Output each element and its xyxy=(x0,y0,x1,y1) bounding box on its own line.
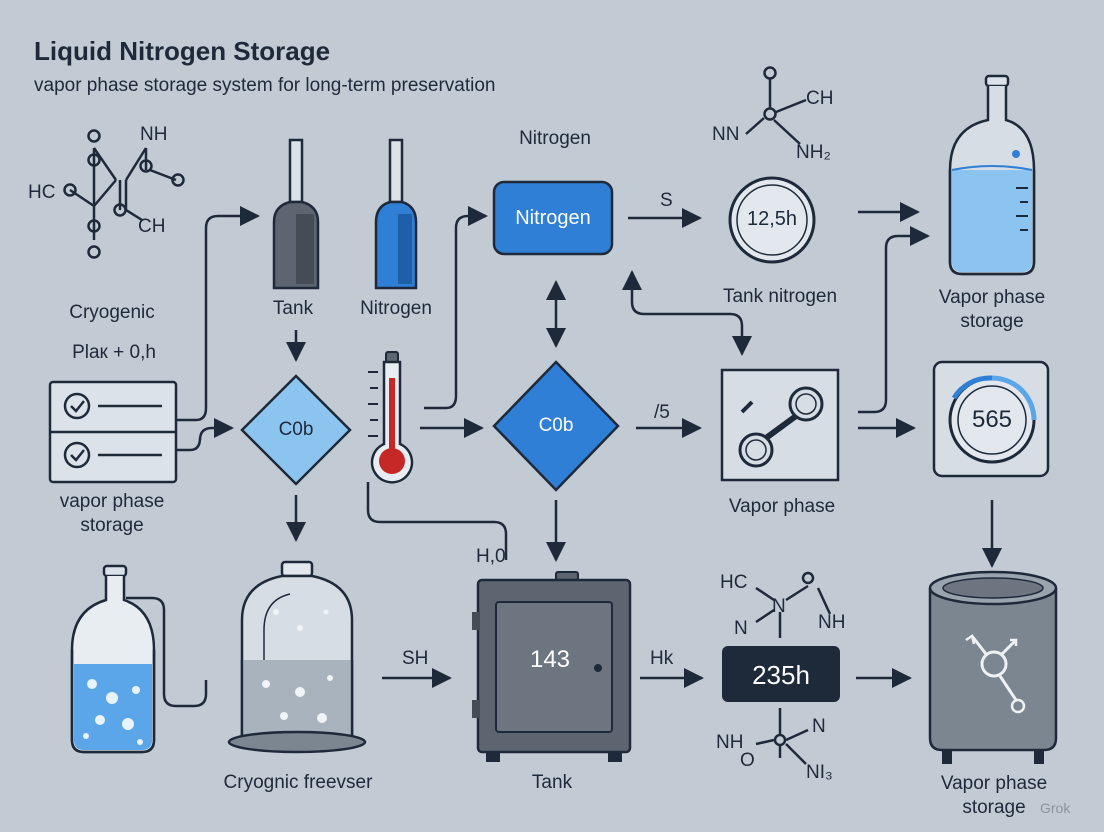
diamond-mid xyxy=(492,360,620,492)
display-bottom xyxy=(722,646,840,702)
gauge-right-value: 565 xyxy=(971,406,1013,433)
checklist xyxy=(48,380,178,484)
plak-label: Plaк + 0,h xyxy=(72,342,156,363)
check-icon xyxy=(63,441,91,469)
arrow-tanknitrogen-to-vapor xyxy=(622,270,752,356)
vapor-phase-box xyxy=(720,368,840,482)
nitrogen-top-label: Nitrogen xyxy=(360,298,432,319)
display-bottom-value: 235h xyxy=(752,660,810,690)
arrow-vapor-to-flask xyxy=(858,226,930,414)
arrow-label-hk: Hk xyxy=(650,648,674,669)
thermometer-icon xyxy=(368,351,414,484)
molecule-label-ch: CH xyxy=(138,216,166,237)
arrow-thermo-to-nitrogen xyxy=(424,206,488,410)
molecule-label-ch-right: CH xyxy=(806,88,834,109)
arrow-label-slash5: /5 xyxy=(654,402,670,423)
cryogenic-freezer-icon xyxy=(227,560,367,754)
nitrogen-bottle-icon xyxy=(374,138,418,290)
molecule-label-n-low: N xyxy=(812,716,826,737)
molecule-label-hc: HC xyxy=(28,182,56,203)
arrow-checklist-to-diamond xyxy=(176,418,234,452)
nitrogen-box xyxy=(492,180,614,256)
gauge-top-value: 12,5h xyxy=(746,208,798,230)
molecule-label-n-left: N xyxy=(734,618,748,639)
arrow-label-sh: SH xyxy=(402,648,429,669)
vapor-phase-storage-top-right-label: Vapor phase storage xyxy=(938,287,1046,332)
tank-bottle-icon xyxy=(272,138,320,290)
page-subtitle: vapor phase storage system for long-term… xyxy=(34,75,496,96)
molecule-label-hc-bottom: HC xyxy=(720,572,748,593)
vapor-phase-storage-bottom-right-label: Vapor phase storage xyxy=(940,773,1048,818)
arrow-checklist-to-tank xyxy=(176,206,260,422)
diamond-left xyxy=(240,374,352,486)
diamond-mid-label: C0b xyxy=(538,415,574,436)
molecule-label-nh2: NH₂ xyxy=(796,142,831,163)
molecule-top-right xyxy=(745,66,807,145)
tank-nitrogen-label: Tank nitrogen xyxy=(722,286,838,307)
molecule-label-n-bottom: N xyxy=(772,596,786,617)
vapor-phase-label: Vapor phase xyxy=(728,496,836,517)
watermark: Grok xyxy=(1040,800,1071,816)
h0-label: H,0 xyxy=(476,546,506,567)
check-icon xyxy=(63,392,91,420)
tank-bottom-label: Tank xyxy=(531,772,573,793)
tank-cabinet-icon xyxy=(472,571,632,762)
gauge-right-icon xyxy=(932,360,1050,478)
flask-top-icon xyxy=(948,74,1036,276)
molecule-label-nn: NN xyxy=(712,124,740,145)
diamond-left-label: C0b xyxy=(278,419,314,440)
molecule-label-nh-bottom: NH xyxy=(818,612,846,633)
line-thermo-to-tank xyxy=(366,482,508,560)
arrow-label-s: S xyxy=(660,190,673,211)
vapor-phase-storage-left-label: vapor phase storage xyxy=(59,491,165,536)
molecule-top-left xyxy=(63,129,185,259)
nitrogen-header-label: Nitrogen xyxy=(519,128,591,149)
line-flask-to-freezer xyxy=(126,596,208,708)
page-title: Liquid Nitrogen Storage xyxy=(34,36,331,66)
storage-cylinder-icon xyxy=(928,570,1058,764)
molecule-label-nh: NH xyxy=(140,124,168,145)
flask-bottom-icon xyxy=(70,564,156,754)
tank-display-value: 143 xyxy=(529,646,571,673)
molecule-label-o-low: O xyxy=(740,750,755,771)
cryogenic-freezer-label: Cryognic freevser xyxy=(223,772,373,793)
connectors xyxy=(126,202,1002,708)
gauge-top-icon xyxy=(728,176,816,264)
tank-top-label: Tank xyxy=(272,298,314,319)
nitrogen-box-label: Nitrogen xyxy=(515,207,591,229)
molecule-bottom-top xyxy=(755,571,832,638)
molecule-bottom-bottom xyxy=(755,708,809,765)
cryogenic-label: Cryogenic xyxy=(69,302,155,323)
molecule-label-ni3: NI₃ xyxy=(806,762,833,783)
molecule-label-nh-low: NH xyxy=(716,732,744,753)
